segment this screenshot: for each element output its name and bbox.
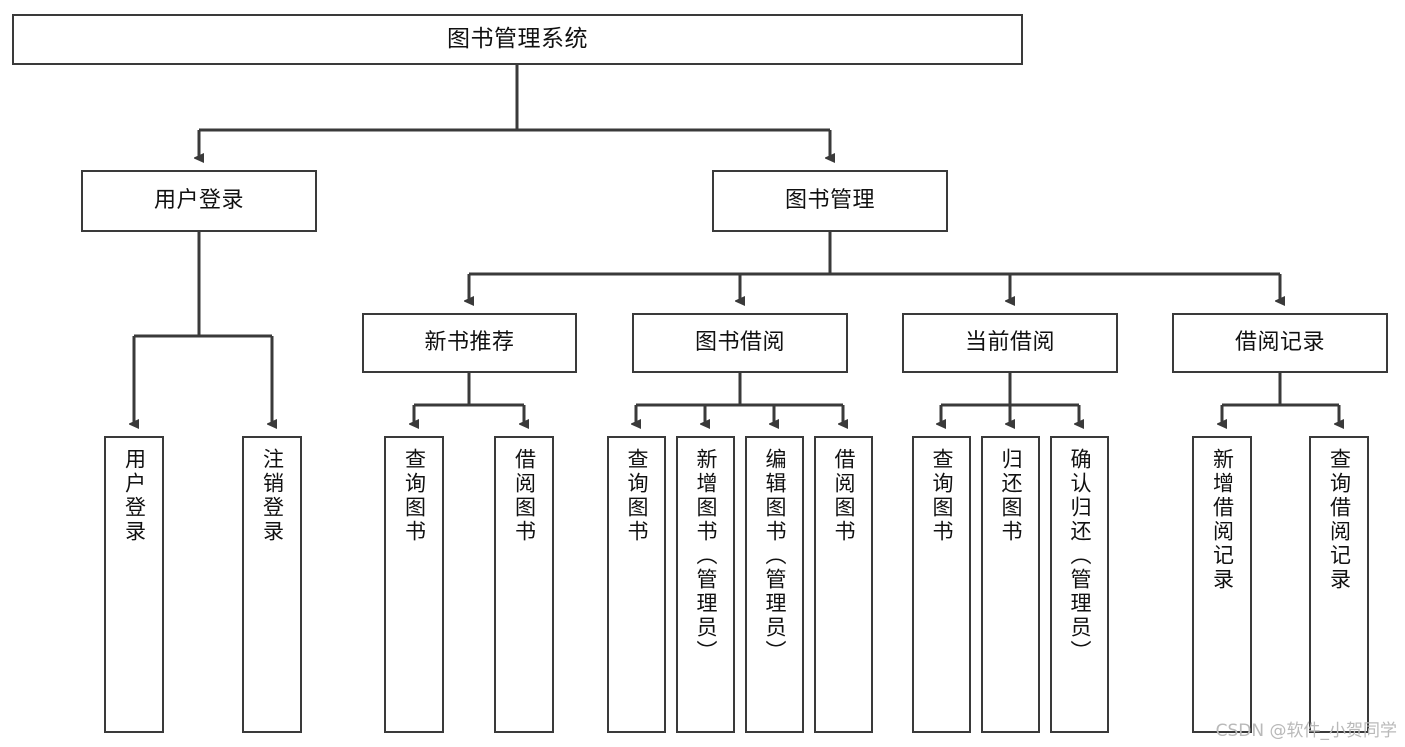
leaf-borrow-query[interactable]: 查询图书 [607,436,666,733]
node-borrow-record[interactable]: 借阅记录 [1172,313,1388,373]
node-user-login[interactable]: 用户登录 [81,170,317,232]
node-borrow-record-label: 借阅记录 [1234,330,1325,356]
leaf-rec-borrow-label: 借阅图书 [512,448,537,544]
node-book-borrow-label: 图书借阅 [694,330,785,356]
leaf-user-login-label: 用户登录 [122,448,147,544]
leaf-borrow-add-label: 新增图书（管理员） [694,448,718,664]
leaf-borrow-do-label: 借阅图书 [832,448,856,544]
node-user-login-label: 用户登录 [153,188,244,214]
leaf-user-login[interactable]: 用户登录 [104,436,164,733]
leaf-user-logout[interactable]: 注销登录 [242,436,302,733]
leaf-rec-add-label: 新增借阅记录 [1210,448,1235,592]
node-current-borrow[interactable]: 当前借阅 [902,313,1118,373]
node-current-borrow-label: 当前借阅 [964,330,1055,356]
leaf-rec-query[interactable]: 查询图书 [384,436,444,733]
leaf-borrow-edit[interactable]: 编辑图书（管理员） [745,436,804,733]
csdn-watermark: CSDN @软件_小贺同学 [1215,721,1397,741]
leaf-cur-confirm[interactable]: 确认归还（管理员） [1050,436,1109,733]
leaf-cur-return[interactable]: 归还图书 [981,436,1040,733]
leaf-rec-query2-label: 查询借阅记录 [1327,448,1352,592]
leaf-borrow-do[interactable]: 借阅图书 [814,436,873,733]
leaf-cur-confirm-label: 确认归还（管理员） [1068,448,1092,664]
leaf-rec-query2[interactable]: 查询借阅记录 [1309,436,1369,733]
node-book-manage-label: 图书管理 [784,188,875,214]
node-new-book-rec[interactable]: 新书推荐 [362,313,577,373]
node-new-book-rec-label: 新书推荐 [424,330,515,356]
leaf-rec-borrow[interactable]: 借阅图书 [494,436,554,733]
leaf-user-logout-label: 注销登录 [260,448,285,544]
leaf-cur-return-label: 归还图书 [999,448,1023,544]
leaf-rec-add[interactable]: 新增借阅记录 [1192,436,1252,733]
node-root-label: 图书管理系统 [447,26,588,53]
node-book-borrow[interactable]: 图书借阅 [632,313,848,373]
leaf-rec-query-label: 查询图书 [402,448,427,544]
leaf-borrow-edit-label: 编辑图书（管理员） [763,448,787,664]
leaf-cur-query[interactable]: 查询图书 [912,436,971,733]
leaf-borrow-add[interactable]: 新增图书（管理员） [676,436,735,733]
leaf-borrow-query-label: 查询图书 [625,448,649,544]
node-book-manage[interactable]: 图书管理 [712,170,948,232]
node-root[interactable]: 图书管理系统 [12,14,1023,65]
leaf-cur-query-label: 查询图书 [930,448,954,544]
